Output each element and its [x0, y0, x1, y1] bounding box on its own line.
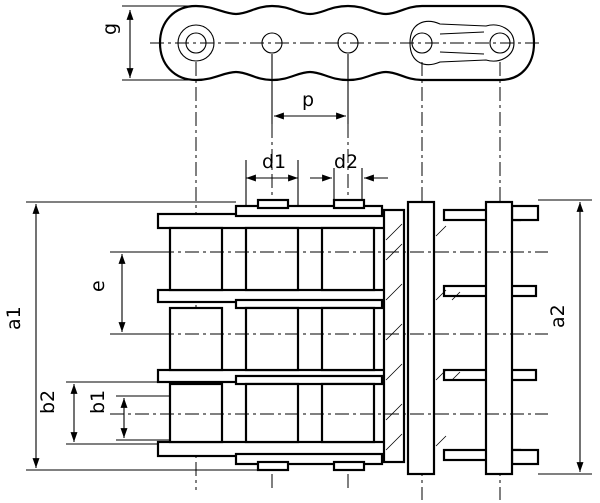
e-dimension: e	[87, 251, 160, 335]
connecting-pin	[406, 200, 436, 476]
connecting-plate	[382, 208, 406, 464]
inner-plate	[234, 374, 384, 386]
pin-head	[256, 460, 290, 472]
label-g: g	[99, 23, 121, 35]
roller	[168, 382, 224, 444]
pin-head	[332, 198, 366, 210]
inner-plate	[234, 298, 384, 310]
chain-top-view	[110, 198, 548, 476]
roller	[244, 382, 300, 444]
a2-dimension: a2	[538, 199, 592, 475]
label-a2: a2	[547, 304, 569, 328]
roller	[320, 382, 376, 444]
pitch-dimension: p	[274, 89, 346, 120]
label-a1: a1	[3, 306, 25, 330]
inner-plate	[234, 452, 384, 466]
clip-end	[510, 448, 540, 466]
label-d1: d1	[262, 151, 286, 173]
label-d2: d2	[334, 151, 358, 173]
label-p: p	[302, 89, 314, 111]
roller	[320, 306, 376, 372]
roller	[168, 306, 224, 372]
label-e: e	[87, 280, 109, 292]
roller	[168, 226, 224, 292]
a1-dimension: a1	[3, 201, 258, 471]
b1-dimension: b1	[87, 390, 170, 441]
clip-end	[510, 204, 540, 222]
label-b1: b1	[87, 390, 109, 414]
pin-head	[332, 460, 366, 472]
roller	[320, 226, 376, 292]
roller	[244, 226, 300, 292]
connecting-pin	[484, 200, 514, 476]
roller-diameter-dimensions: d1 d2	[245, 151, 388, 210]
inner-plate	[234, 204, 384, 218]
label-b2: b2	[37, 390, 59, 414]
section-hatching	[385, 223, 461, 451]
roller	[244, 306, 300, 372]
pin-head	[256, 198, 290, 210]
chain-side-view: g	[99, 4, 540, 82]
b2-dimension: b2	[37, 381, 158, 445]
